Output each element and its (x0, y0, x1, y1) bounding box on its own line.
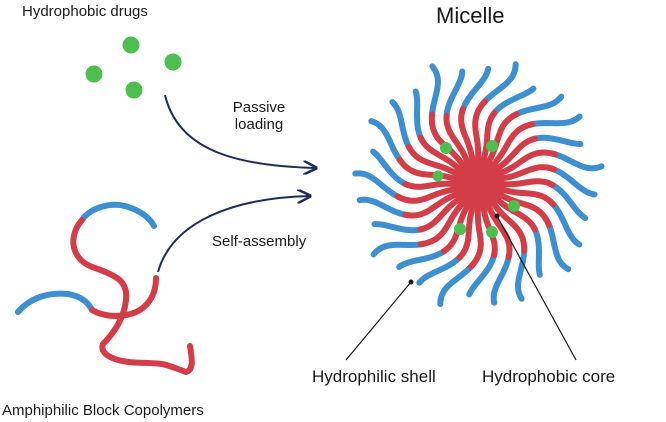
hydrophilic-shell-pointer-dot (408, 279, 414, 285)
micelle-hydrophilic-segment (416, 252, 464, 286)
micelle-hydrophilic-segment (371, 221, 426, 234)
micelle-hydrophobic-segment (481, 188, 528, 254)
micelle-hydrophilic-segment (514, 245, 528, 302)
hydrophobic-core-pointer (496, 215, 577, 361)
micelle-hydrophilic-segment (545, 219, 572, 273)
micelle-hydrophilic-segment (368, 118, 405, 165)
self-assembly-label: Self-assembly (212, 233, 307, 250)
passive-loading-line-2: loading (234, 116, 284, 134)
micelle-title: Micelle (436, 3, 505, 28)
copolymer-1-hydrophilic-block (79, 201, 157, 229)
micelle-hydrophilic-segment (548, 165, 598, 198)
micelle-hydrophobic-segment (456, 190, 480, 261)
micelle-hydrophilic-segment (530, 224, 543, 278)
micelle-hydrophobic-segment (483, 149, 558, 182)
micelle-hydrophobic-segment (480, 121, 536, 179)
drug-dot (122, 36, 140, 54)
encapsulated-drugs (432, 140, 520, 238)
label-pointers (345, 213, 577, 361)
micelle-hydrophobic-segment (484, 164, 557, 184)
micelle-hydrophobic-segment (417, 134, 473, 182)
encapsulated-drug-dot (508, 200, 520, 212)
encapsulated-drug-dot (432, 170, 444, 182)
hydrophobic-core-label: Hydrophobic core (482, 367, 616, 386)
micelle-hydrophobic-segment (478, 190, 498, 259)
micelle-hydrophilic-segment (356, 196, 411, 219)
encapsulated-drug-dot (440, 142, 452, 154)
micelle-hydrophobic-segment (485, 178, 556, 188)
hydrophobic-core-pointer-dot (494, 213, 500, 219)
micelle-hydrophilic-segment (548, 199, 583, 248)
passive-loading-line-1: Passive (232, 99, 286, 116)
free-copolymer-chains (15, 201, 195, 376)
micelle-hydrophobic-segment (417, 189, 476, 248)
micelle-hydrophilic-segment (526, 113, 583, 128)
micelle-hydrophobic-segment (405, 144, 472, 184)
micelle-hydrophobic-segment (402, 180, 471, 190)
micelle-hydrophobic-segment (484, 184, 552, 229)
encapsulated-drug-dot (454, 223, 466, 235)
micelle-hydrophobic-segment (417, 187, 474, 233)
micelle-hydrophobic-segment (472, 98, 488, 177)
micelle-hydrophilic-segment (511, 93, 565, 119)
micelle-hydrophilic-segment (459, 65, 492, 115)
micelle-hydrophobic-segment (402, 186, 473, 219)
hydrophobic-drug-dots (85, 36, 182, 99)
micelle-chains (352, 61, 605, 307)
micelle (352, 61, 605, 307)
micelle-hydrophilic-segment (437, 262, 476, 307)
micelle-hydrophilic-segment (466, 250, 498, 298)
micelle-hydrophobic-segment (482, 135, 538, 181)
drug-dot (125, 81, 143, 99)
micelle-hydrophobic-segment (458, 106, 478, 178)
passive-loading-arrow (164, 94, 316, 168)
copolymer-2-hydrophilic-block (15, 290, 95, 315)
micelle-hydrophobic-segment (443, 112, 476, 179)
drug-dot (85, 65, 103, 83)
hydrophilic-shell-pointer (345, 281, 412, 361)
micelle-hydrophobic-segment (480, 189, 513, 260)
micelle-hydrophilic-segment (396, 247, 449, 270)
micelle-hydrophilic-segment (428, 63, 441, 120)
encapsulated-drug-dot (486, 140, 498, 152)
hydrophobic-drugs-label: Hydrophobic drugs (22, 3, 148, 20)
passive-loading-label: Passive loading (229, 99, 289, 134)
micelle-hydrophilic-segment (370, 240, 427, 258)
micelle-hydrophilic-segment (480, 61, 519, 107)
micelle-hydrophobic-segment (394, 184, 472, 204)
amphiphilic-block-copolymers-label: Amphiphilic Block Copolymers (2, 402, 204, 419)
micelle-hydrophilic-segment (549, 150, 605, 172)
micelle-hydrophilic-segment (370, 148, 411, 188)
hydrophobic-core (462, 168, 494, 200)
micelle-hydrophilic-segment (529, 134, 584, 147)
micelle-hydrophobic-segment (440, 190, 478, 255)
micelle-hydrophilic-segment (352, 170, 403, 201)
micelle-hydrophobic-segment (484, 182, 557, 208)
copolymer-2-hydrophobic-block (89, 275, 159, 319)
micelle-hydrophilic-segment (547, 180, 589, 222)
copolymer-1-hydrophobic-block (70, 217, 195, 376)
micelle-hydrophilic-segment (490, 85, 537, 118)
micelle-hydrophilic-segment (389, 99, 414, 153)
encapsulated-drug-dot (486, 226, 498, 238)
self-assembly-arrow (157, 196, 310, 273)
micelle-hydrophobic-segment (467, 191, 484, 270)
hydrophilic-shell-label: Hydrophilic shell (312, 367, 436, 386)
micelle-hydrophilic-segment (490, 251, 513, 306)
micelle-hydrophilic-segment (412, 88, 425, 143)
micelle-hydrophilic-segment (443, 68, 466, 121)
drug-dot (164, 53, 182, 71)
